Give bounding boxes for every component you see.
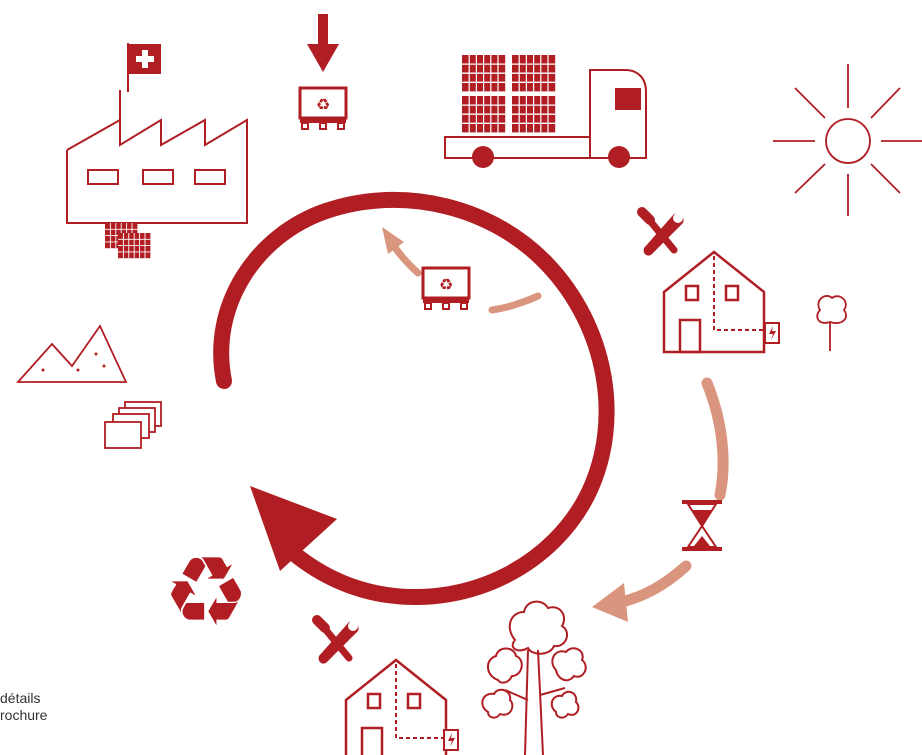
battery-icon xyxy=(764,322,780,344)
panel-layers-icon xyxy=(104,401,162,449)
mountains-icon xyxy=(15,324,128,383)
solar-panel-stack-icon xyxy=(104,222,151,259)
tools-icon xyxy=(317,620,359,664)
recycling-pallet-icon xyxy=(421,266,471,311)
inner-return-arrow xyxy=(382,227,542,314)
down-arrow-icon xyxy=(307,14,339,72)
tree-icon xyxy=(481,600,587,755)
svg-text:♻: ♻ xyxy=(163,536,249,648)
caption-text: détails rochure xyxy=(0,690,47,724)
main-cycle-arrow xyxy=(213,192,615,606)
sun-icon xyxy=(773,64,922,216)
tools-icon xyxy=(642,212,684,256)
caption-line-2: rochure xyxy=(0,707,48,723)
factory-icon xyxy=(66,43,248,224)
caption-line-1: détails xyxy=(0,690,41,706)
usage-period-arrow xyxy=(592,377,729,622)
truck-icon xyxy=(444,54,647,168)
tree-icon xyxy=(816,295,847,351)
battery-icon xyxy=(443,729,459,751)
house-icon xyxy=(344,658,448,755)
swiss-flag-icon xyxy=(129,44,161,74)
house-icon xyxy=(662,250,766,354)
recycle-icon: ♻ xyxy=(163,536,249,648)
recycling-pallet-icon xyxy=(298,86,348,131)
hourglass-icon xyxy=(682,500,722,551)
